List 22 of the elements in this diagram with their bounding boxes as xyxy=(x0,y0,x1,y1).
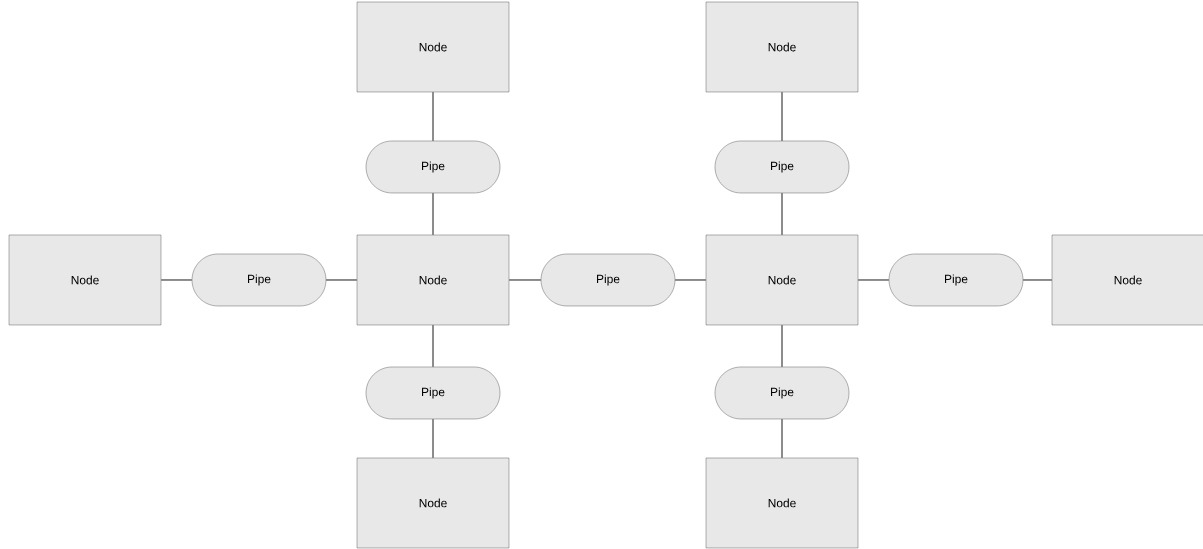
connector-line xyxy=(781,324,783,368)
connector-line xyxy=(781,192,783,236)
connector-line xyxy=(432,324,434,368)
process-box: Node xyxy=(705,457,859,549)
connector-line xyxy=(674,279,707,281)
process-box: Node xyxy=(8,234,162,326)
process-box: Node xyxy=(356,1,510,93)
process-box: Node xyxy=(356,234,510,326)
connector-line xyxy=(781,91,783,142)
connector-line xyxy=(432,91,434,142)
connector-line xyxy=(857,279,890,281)
connector-line xyxy=(160,279,193,281)
connector-line xyxy=(432,192,434,236)
process-box: Node xyxy=(1051,234,1203,326)
process-box: Node xyxy=(356,457,510,549)
process-box: Node xyxy=(705,1,859,93)
connector-line xyxy=(432,418,434,459)
process-box: Node xyxy=(705,234,859,326)
connector-line xyxy=(508,279,542,281)
connector-line xyxy=(325,279,358,281)
connector-line xyxy=(781,418,783,459)
connector-line xyxy=(1022,279,1053,281)
